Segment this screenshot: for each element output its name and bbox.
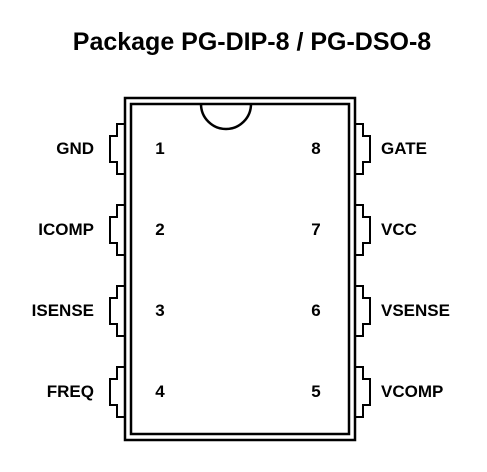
pin-label-8: GATE <box>381 139 427 158</box>
pin-label-5: VCOMP <box>381 382 443 401</box>
pin-label-6: VSENSE <box>381 301 450 320</box>
pin-number-3: 3 <box>155 301 164 320</box>
pin-number-4: 4 <box>155 382 165 401</box>
pin-lead-5 <box>355 366 371 418</box>
pin-number-5: 5 <box>311 382 320 401</box>
pin-number-2: 2 <box>155 220 164 239</box>
pin-lead-4 <box>109 366 125 418</box>
left-pin-leads <box>109 123 125 418</box>
pin-lead-6 <box>355 285 371 337</box>
package-outline-outer <box>123 96 357 442</box>
pin-label-2: ICOMP <box>38 220 94 239</box>
pin-lead-2 <box>109 204 125 256</box>
pin-label-4: FREQ <box>47 382 94 401</box>
right-pin-leads <box>355 123 371 418</box>
pin-label-7: VCC <box>381 220 417 239</box>
package-body <box>123 96 357 442</box>
pin-lead-1 <box>109 123 125 175</box>
pin-label-1: GND <box>56 139 94 158</box>
pin-label-3: ISENSE <box>32 301 94 320</box>
diagram-title: Package PG-DIP-8 / PG-DSO-8 <box>73 28 432 56</box>
pin-lead-8 <box>355 123 371 175</box>
pin-number-7: 7 <box>311 220 320 239</box>
pin-lead-3 <box>109 285 125 337</box>
pin-number-6: 6 <box>311 301 320 320</box>
pin-lead-7 <box>355 204 371 256</box>
package-outline-inner <box>129 102 351 436</box>
pin-number-1: 1 <box>155 139 164 158</box>
pin-number-8: 8 <box>311 139 320 158</box>
orientation-notch <box>199 103 253 131</box>
